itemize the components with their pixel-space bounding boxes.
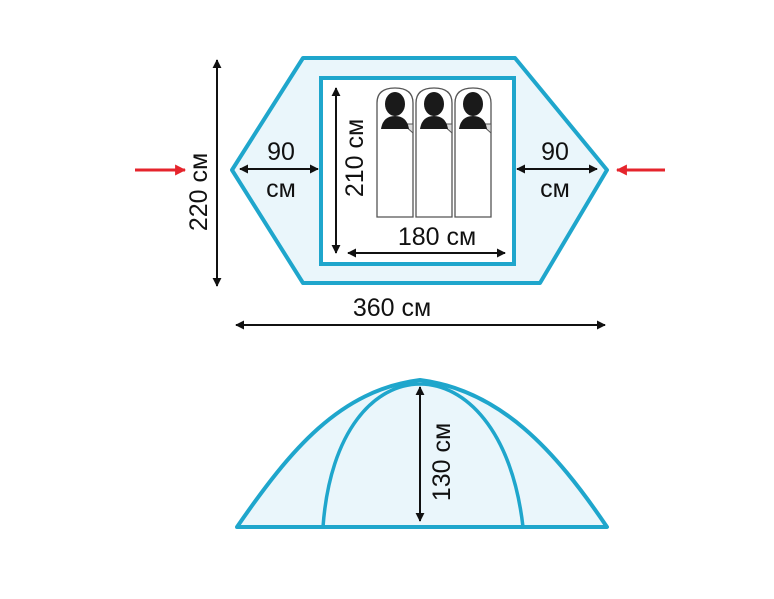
vestibule-right-value: 90 xyxy=(541,138,569,166)
person-icon xyxy=(420,92,448,129)
vestibule-left-unit: см xyxy=(266,175,296,203)
inner-width-label: 180 см xyxy=(398,223,476,251)
height-label: 130 см xyxy=(428,423,456,501)
total-length-label: 360 см xyxy=(353,294,431,322)
inner-length-label: 210 см xyxy=(341,119,369,197)
floor-plan: 220 см 210 см 180 см 90 см 90 см 360 см xyxy=(135,56,665,330)
side-view: 130 см xyxy=(235,378,609,529)
person-icon xyxy=(381,92,409,129)
total-width-label: 220 см xyxy=(185,153,213,231)
vestibule-right-unit: см xyxy=(540,175,570,203)
people xyxy=(381,92,487,129)
vestibule-left-value: 90 xyxy=(267,138,295,166)
person-icon xyxy=(459,92,487,129)
tent-side-outline xyxy=(235,378,609,529)
tent-side-inner-arch xyxy=(321,382,525,528)
